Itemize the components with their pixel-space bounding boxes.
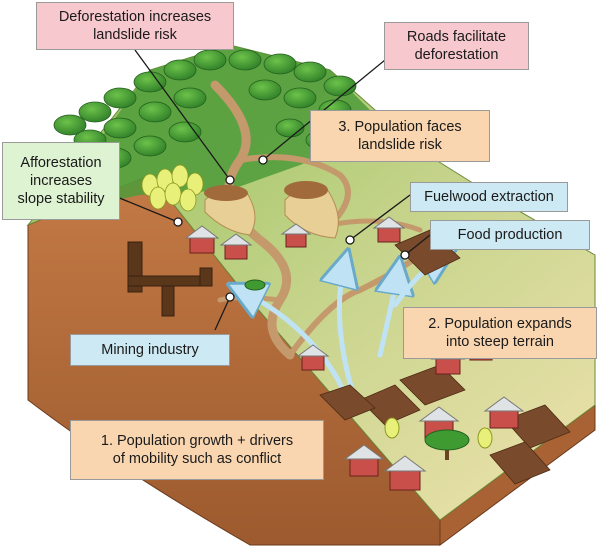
callout-population-growth: 1. Population growth + drivers of mobili… — [70, 420, 324, 480]
callout-afforestation: Afforestation increases slope stability — [2, 142, 120, 220]
mine-shaft — [127, 241, 213, 317]
houses — [184, 216, 525, 491]
callout-mining: Mining industry — [70, 334, 230, 366]
landslide-scars — [204, 181, 339, 239]
callout-food-production: Food production — [430, 220, 590, 250]
callout-landslide-risk: 3. Population faces landslide risk — [310, 110, 490, 162]
callout-deforestation: Deforestation increases landslide risk — [36, 2, 234, 50]
callout-roads: Roads facilitate deforestation — [384, 22, 529, 70]
afforestation-trees — [141, 164, 204, 212]
callout-population-expands: 2. Population expands into steep terrain — [403, 307, 597, 359]
forest-trees — [53, 49, 380, 169]
valley-trees — [244, 279, 493, 460]
callout-fuelwood: Fuelwood extraction — [410, 182, 568, 212]
crop-fields — [319, 229, 571, 485]
forest-zone — [45, 45, 390, 215]
